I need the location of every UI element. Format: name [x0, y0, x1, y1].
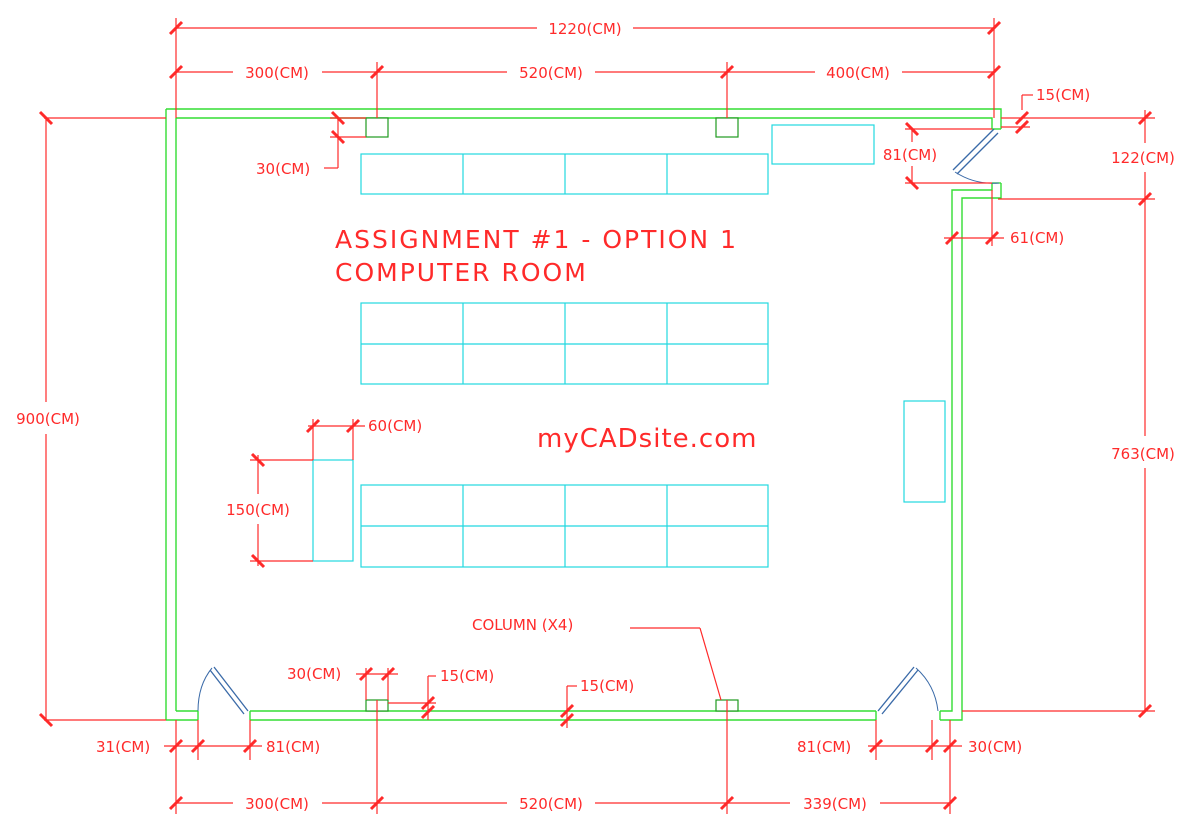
outer-wall — [166, 108, 1002, 721]
dim-bottom-segments — [168, 700, 958, 814]
door-bottom-right — [877, 666, 939, 715]
door-top-right — [952, 128, 1000, 184]
title-line-1: ASSIGNMENT #1 - OPTION 1 — [335, 225, 738, 254]
dim-label-column-depth: 30(CM) — [256, 160, 310, 178]
dim-label-left-overall: 900(CM) — [16, 410, 80, 428]
dim-label-bottom-left: 300(CM) — [245, 795, 309, 813]
side-cabinet-right — [903, 400, 946, 503]
dim-label-bottom-right-offset: 30(CM) — [968, 738, 1022, 756]
furniture — [312, 124, 946, 568]
dim-label-top-mid: 520(CM) — [519, 64, 583, 82]
dim-label-bottom-mid: 520(CM) — [519, 795, 583, 813]
dim-label-wall-bottom-b: 15(CM) — [580, 677, 634, 695]
dim-label-door-top-right: 81(CM) — [883, 146, 937, 164]
labels: ASSIGNMENT #1 - OPTION 1 COMPUTER ROOM m… — [16, 20, 1175, 813]
inner-wall — [176, 117, 993, 712]
column-top-right — [715, 117, 739, 138]
dim-column-width — [356, 666, 398, 700]
dim-right-wall — [1001, 94, 1155, 135]
dim-label-offset-right: 61(CM) — [1010, 229, 1064, 247]
dim-label-door-bottom-right: 81(CM) — [797, 738, 851, 756]
instructor-desk — [771, 124, 875, 165]
dim-label-bench-length: 150(CM) — [226, 501, 290, 519]
dim-label-top-overall: 1220(CM) — [548, 20, 621, 38]
dim-label-right-bottom: 763(CM) — [1111, 445, 1175, 463]
doors — [197, 128, 1000, 715]
door-bottom-left — [197, 666, 249, 715]
dim-offset-right — [944, 190, 1004, 246]
dim-label-wall-bottom-a: 15(CM) — [440, 667, 494, 685]
dim-label-door-bottom-left: 81(CM) — [266, 738, 320, 756]
dim-bench-length — [250, 452, 313, 569]
side-bench-left — [312, 459, 354, 562]
desk-row-middle — [360, 302, 769, 385]
dim-label-bench-width: 60(CM) — [368, 417, 422, 435]
desk-row-bottom — [360, 484, 769, 568]
dim-label-top-right: 400(CM) — [826, 64, 890, 82]
dim-top-segments — [168, 62, 1002, 118]
dimensions — [38, 18, 1155, 814]
dim-left-overall — [38, 110, 166, 728]
dim-label-right-top: 122(CM) — [1111, 149, 1175, 167]
dim-bench-width — [305, 418, 365, 460]
dim-label-top-left: 300(CM) — [245, 64, 309, 82]
dim-wall-bottom-a — [388, 675, 436, 720]
dim-label-column-width: 30(CM) — [287, 665, 341, 683]
title-line-2: COMPUTER ROOM — [335, 258, 588, 287]
walls — [165, 108, 1002, 721]
watermark-text: myCADsite.com — [537, 424, 757, 454]
dim-label-right-wall: 15(CM) — [1036, 86, 1090, 104]
column-callout-label: COLUMN (X4) — [472, 616, 573, 634]
dim-top-overall — [168, 18, 1002, 118]
dim-door-top-right — [904, 121, 992, 191]
dim-label-bottom-left-offset: 31(CM) — [96, 738, 150, 756]
column-top-left — [365, 117, 389, 138]
dim-right-vertical — [962, 110, 1155, 719]
dim-label-bottom-right: 339(CM) — [803, 795, 867, 813]
dim-bottom-doors — [164, 720, 962, 760]
desk-row-top — [360, 153, 769, 195]
dim-column-depth — [324, 110, 366, 169]
column-callout-leader — [630, 627, 722, 701]
dim-wall-bottom-b — [559, 685, 577, 728]
